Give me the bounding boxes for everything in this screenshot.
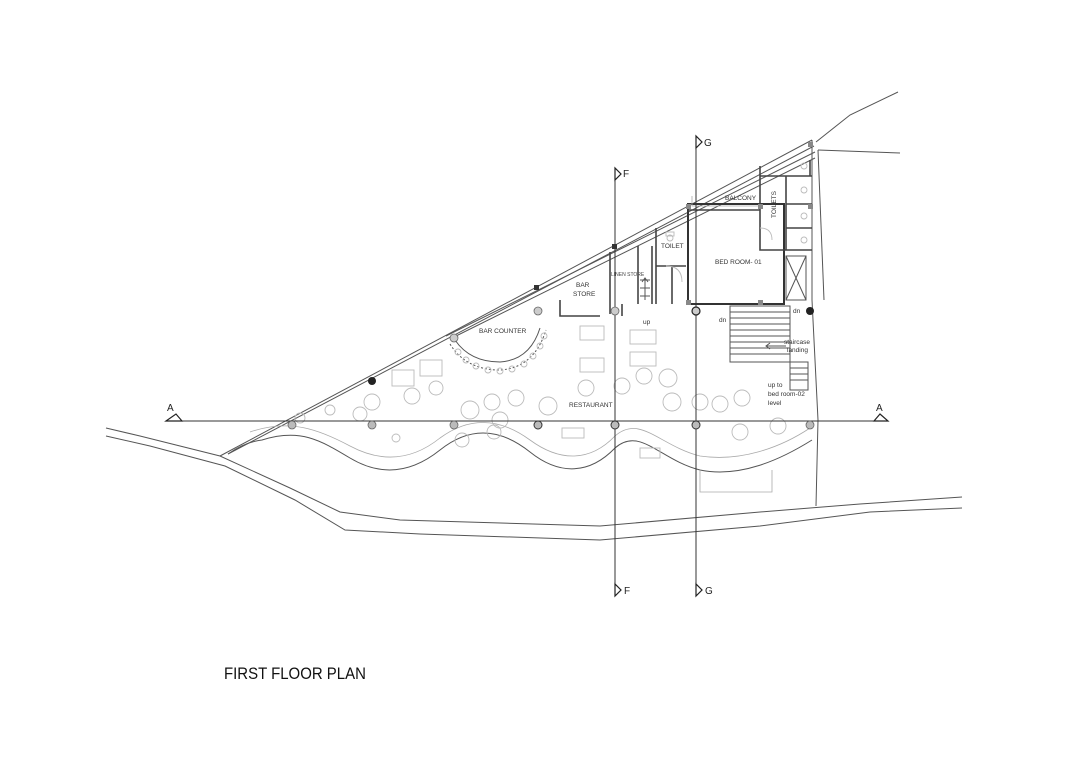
section-label-f-top: F: [623, 169, 629, 180]
section-marker-f-top: F: [614, 166, 629, 182]
label-toilet: TOILET: [661, 243, 684, 250]
site-contours: [105, 91, 963, 541]
annotation-landing-line-2: landing: [787, 347, 808, 354]
label-toilets: TOILETS: [771, 190, 778, 218]
label-bar-store-line-2: STORE: [573, 291, 596, 298]
label-bedroom: BED ROOM- 01: [715, 259, 762, 266]
section-label-a-left: A: [167, 403, 174, 414]
label-restaurant: RESTAURANT: [569, 402, 613, 409]
annotation-dn-left: dn: [719, 317, 727, 324]
fixtures: [665, 162, 808, 283]
building-outline: [219, 139, 825, 507]
bar-counter: [449, 327, 548, 375]
restaurant-furniture: [294, 325, 787, 459]
section-label-a-right: A: [876, 403, 883, 414]
section-label-f-bottom: F: [624, 586, 630, 597]
interior-walls: [559, 160, 812, 317]
columns: [287, 142, 815, 430]
annotation-upto-line-2: bed room-02: [768, 391, 805, 398]
section-marker-a-left: A: [164, 403, 184, 422]
label-linen-store: LINEN STORE: [611, 272, 645, 278]
annotation-upto-line-1: up to: [768, 382, 783, 389]
label-bar-counter: BAR COUNTER: [479, 328, 527, 335]
annotation-up: up: [643, 319, 651, 326]
label-balcony: BALCONY: [725, 195, 757, 202]
section-label-g-top: G: [704, 138, 712, 149]
staircase: [640, 255, 809, 391]
section-label-g-bottom: G: [705, 586, 713, 597]
section-marker-a-right: A: [872, 403, 890, 422]
section-marker-g-bottom: G: [695, 582, 713, 598]
annotation-upto-line-3: level: [768, 400, 782, 407]
annotation-dn-right: dn: [793, 308, 801, 315]
section-marker-g-top: G: [695, 134, 712, 150]
section-marker-f-bottom: F: [614, 582, 630, 598]
section-lines: [166, 140, 888, 596]
annotations: up dn dn staircase landing up to bed roo…: [643, 308, 810, 407]
plan-title: FIRST FLOOR PLAN: [224, 664, 366, 683]
label-bar-store-line-1: BAR: [576, 282, 590, 289]
annotation-landing-line-1: staircase: [784, 339, 810, 346]
room-labels: BALCONY TOILETS TOILET BED ROOM- 01 LINE…: [479, 190, 778, 409]
